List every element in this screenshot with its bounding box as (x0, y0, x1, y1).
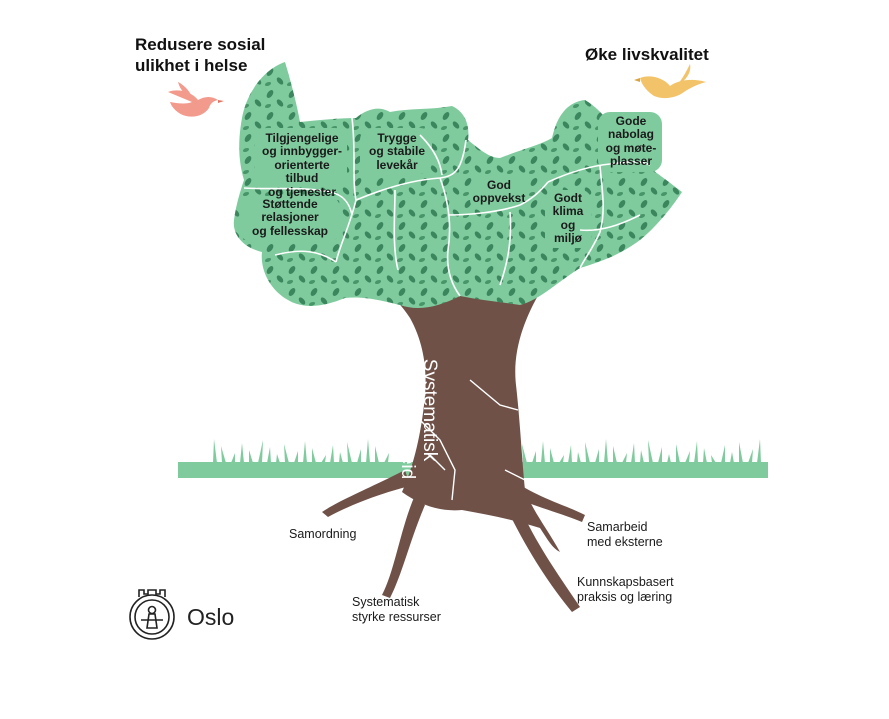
area-accessible-services: Tilgjengelige og innbygger- orienterte t… (257, 131, 347, 199)
area-good-upbringing: God oppvekst (472, 178, 526, 206)
root-line: med eksterne (587, 535, 663, 549)
area-line: miljø (553, 231, 582, 246)
area-line: oppvekst (472, 191, 526, 206)
root-external-collaboration: Samarbeid med eksterne (587, 520, 663, 550)
root-coordination: Samordning (289, 527, 356, 542)
root-line: Kunnskapsbasert (577, 575, 674, 589)
trunk-lines (419, 379, 526, 501)
area-line: nabolag (607, 127, 654, 142)
area-climate-environment: Godt klima og miljø (546, 191, 590, 246)
area-line: og innbygger- (262, 144, 342, 159)
area-line: Tilgjengelige (265, 131, 339, 145)
area-line: orienterte tilbud (274, 157, 330, 186)
root-strengthen-resources: Systematisk styrke ressurser (352, 595, 441, 625)
area-line: levekår (376, 157, 418, 172)
area-line: og fellesskap (251, 223, 329, 238)
goal-line: ulikhet i helse (135, 56, 248, 76)
root-line: Samordning (289, 527, 357, 541)
area-supportive-relations: Støttende relasjoner og fellesskap (240, 197, 340, 238)
area-line: og møte- (605, 140, 657, 155)
trunk-line: Systematisk (419, 358, 440, 462)
oslo-seal-icon (129, 589, 175, 640)
root-knowledge-based-practice: Kunnskapsbasert praksis og læring (577, 575, 674, 605)
area-line: Trygge (377, 131, 417, 145)
area-line: relasjoner (261, 210, 319, 225)
area-line: klima (552, 204, 584, 219)
tree-canopy (233, 62, 682, 309)
area-line: og tjenester (267, 184, 336, 199)
goal-reduce-inequality: Redusere sosial ulikhet i helse (135, 34, 265, 77)
area-line: God (487, 178, 511, 192)
area-line: Støttende (262, 197, 318, 211)
oslo-logo-text: Oslo (187, 604, 235, 630)
root-line: styrke ressurser (352, 610, 441, 624)
area-neighbourhoods: Gode nabolag og møte- plasser (600, 114, 662, 169)
trunk-label: Systematisk folkehelsearbeid (395, 335, 440, 485)
area-line: plasser (609, 154, 653, 169)
area-line: Godt (554, 191, 582, 205)
trunk-line: folkehelsearbeid (396, 340, 418, 480)
goal-quality-of-life: Øke livskvalitet (585, 45, 709, 64)
root-line: Systematisk (352, 595, 420, 609)
area-line: Gode (615, 114, 647, 128)
bird-right-icon (634, 64, 706, 99)
root-line: praksis og læring (577, 590, 673, 604)
bird-left-icon (168, 82, 224, 117)
area-living-conditions: Trygge og stabile levekår (362, 131, 432, 172)
roots (322, 470, 585, 612)
area-line: og (560, 217, 576, 232)
goal-line: Redusere sosial (135, 35, 266, 54)
root-line: Samarbeid (587, 520, 648, 534)
area-line: og stabile (368, 144, 425, 159)
